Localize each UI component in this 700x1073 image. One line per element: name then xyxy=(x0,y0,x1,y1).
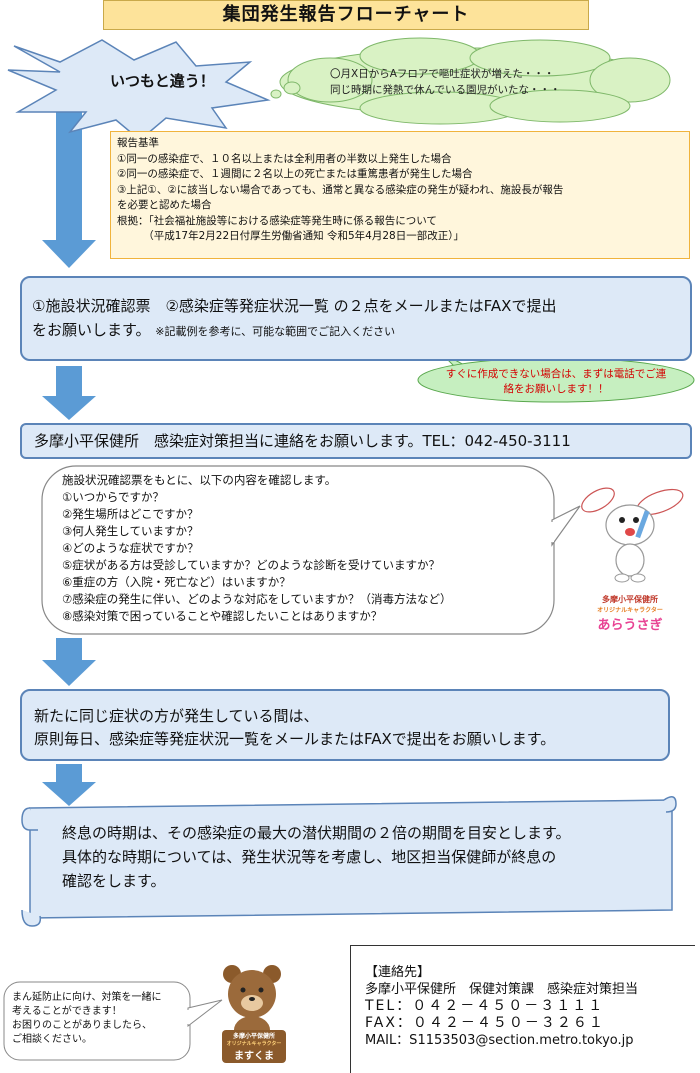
criteria-line: ②同一の感染症で、１週間に２名以上の死亡または重篤患者が発生した場合 xyxy=(117,168,473,180)
callout-line: すぐに作成できない場合は、まずは電話でご連 xyxy=(445,368,667,380)
bear-label: 多摩小平保健所 オリジナルキャラクター ますくま xyxy=(222,1030,286,1063)
rabbit-label: 多摩小平保健所 オリジナルキャラクター あらうさぎ xyxy=(590,594,670,633)
rabbit-mascot xyxy=(581,487,684,583)
bear-bubble-line: ご相談ください。 xyxy=(12,1034,92,1045)
bear-name: ますくま xyxy=(234,1051,274,1062)
bear-bubble-text: まん延防止に向け、対策を一緒に 考えることができます！ お困りのことがありました… xyxy=(12,991,182,1047)
step1-box: ①施設状況確認票 ②感染症等発症状況一覧 の２点をメールまたはFAXで提出 をお… xyxy=(20,276,692,361)
step3-line: 新たに同じ症状の方が発生している間は、 xyxy=(34,707,319,725)
rabbit-label-org: 多摩小平保健所 xyxy=(602,595,658,604)
rabbit-label-sub: オリジナルキャラクター xyxy=(597,607,663,614)
bear-label-org: 多摩小平保健所 xyxy=(232,1033,275,1040)
question-item: ③何人発生していますか？ xyxy=(62,524,199,538)
arrow-down-1 xyxy=(42,90,96,268)
step3-line: 原則毎日、感染症等発症状況一覧をメールまたはFAXで提出をお願いします。 xyxy=(34,730,556,748)
criteria-heading: 報告基準 xyxy=(117,137,159,149)
cloud-line: 〇月X日からAフロアで嘔吐症状が増えた・・・ xyxy=(330,68,555,80)
arrow-down-4 xyxy=(42,764,96,806)
bear-bubble-line: お困りのことがありましたら、 xyxy=(12,1020,152,1031)
step4-line: 具体的な時期については、発生状況等を考慮し、地区担当保健師が終息の xyxy=(62,848,557,866)
question-item: ⑤症状がある方は受診していますか？どのような診断を受けていますか？ xyxy=(62,558,440,572)
thought-cloud xyxy=(270,37,671,125)
burst-text: いつもと違う！ xyxy=(110,72,215,90)
step1-line2: をお願いします。 ※記載例を参考に、可能な範囲でご記入ください xyxy=(32,318,680,344)
step2-box: 多摩小平保健所 感染症対策担当に連絡をお願いします。TEL：042-450-31… xyxy=(20,423,692,459)
arrow-down-3 xyxy=(42,638,96,686)
step4-text: 終息の時期は、その感染症の最大の潜伏期間の２倍の期間を目安とします。 具体的な時… xyxy=(62,821,672,893)
report-criteria-box: 報告基準 ①同一の感染症で、１０名以上または全利用者の半数以上発生した場合 ②同… xyxy=(110,131,690,259)
rabbit-name: あらうさぎ xyxy=(597,618,663,633)
contact-org: 多摩小平保健所 保健対策課 感染症対策担当 xyxy=(365,982,639,997)
step3-box: 新たに同じ症状の方が発生している間は、 原則毎日、感染症等発症状況一覧をメールま… xyxy=(20,689,670,761)
criteria-line: ①同一の感染症で、１０名以上または全利用者の半数以上発生した場合 xyxy=(117,152,452,165)
contact-fax: FAX：０４２－４５０－３２６１ xyxy=(365,1015,605,1031)
step1-note: ※記載例を参考に、可能な範囲でご記入ください xyxy=(155,325,396,338)
step4-line: 確認をします。 xyxy=(62,872,166,890)
bear-bubble-line: まん延防止に向け、対策を一緒に xyxy=(12,992,162,1003)
contact-heading: 【連絡先】 xyxy=(365,965,431,980)
page-title: 集団発生報告フローチャート xyxy=(103,0,589,30)
callout-line: 絡をお願いします！！ xyxy=(503,383,609,395)
bear-bubble-shape xyxy=(3,981,223,1061)
question-item: ②発生場所はどこですか？ xyxy=(62,507,199,521)
phone-first-callout: すぐに作成できない場合は、まずは電話でご連 絡をお願いします！！ xyxy=(426,367,686,397)
questions-intro: 施設状況確認票をもとに、以下の内容を確認します。 xyxy=(62,473,337,487)
step4-line: 終息の時期は、その感染症の最大の潜伏期間の２倍の期間を目安とします。 xyxy=(62,824,571,842)
question-item: ①いつからですか？ xyxy=(62,490,164,504)
arrow-down-2 xyxy=(42,366,96,420)
criteria-line: 根拠：「社会福祉施設等における感染症等発生時に係る報告について xyxy=(117,214,437,227)
questions-bubble-shape xyxy=(41,465,581,635)
bear-label-sub: オリジナルキャラクター xyxy=(226,1041,282,1047)
callout-shape xyxy=(417,351,695,403)
contact-tel: TEL：０４２－４５０－３１１１ xyxy=(365,998,605,1014)
contact-mail: MAIL：S1153503@section.metro.tokyo.jp xyxy=(365,1033,634,1048)
criteria-line: を必要と認めた場合 xyxy=(117,199,212,211)
contact-box: 【連絡先】 多摩小平保健所 保健対策課 感染症対策担当 TEL：０４２－４５０－… xyxy=(350,945,695,1073)
starburst-shape xyxy=(7,39,271,141)
step1-line1: ①施設状況確認票 ②感染症等発症状況一覧 の２点をメールまたはFAXで提出 xyxy=(32,297,557,315)
question-item: ④どのような症状ですか？ xyxy=(62,541,199,555)
questions-list: 施設状況確認票をもとに、以下の内容を確認します。 ①いつからですか？ ②発生場所… xyxy=(62,472,532,625)
criteria-line: （平成17年2月22日付厚生労働省通知 令和5年4月28日一部改正）」 xyxy=(117,230,464,242)
thought-cloud-text: 〇月X日からAフロアで嘔吐症状が増えた・・・ 同じ時期に発熱で休んでいる園児がい… xyxy=(330,66,660,98)
criteria-line: ③上記①、②に該当しない場合であっても、通常と異なる感染症の発生が疑われ、施設長… xyxy=(117,183,564,196)
bear-bubble-line: 考えることができます！ xyxy=(12,1006,122,1017)
question-item: ⑥重症の方（入院・死亡など）はいますか？ xyxy=(62,575,291,589)
step1-line2-text: をお願いします。 xyxy=(32,321,151,339)
scroll-shape xyxy=(21,796,677,927)
question-item: ⑦感染症の発生に伴い、どのような対応をしていますか？（消毒方法など） xyxy=(62,592,452,606)
question-item: ⑧感染対策で困っていることや確認したいことはありますか？ xyxy=(62,609,383,623)
cloud-line: 同じ時期に発熱で休んでいる園児がいたな・・・ xyxy=(330,84,561,96)
